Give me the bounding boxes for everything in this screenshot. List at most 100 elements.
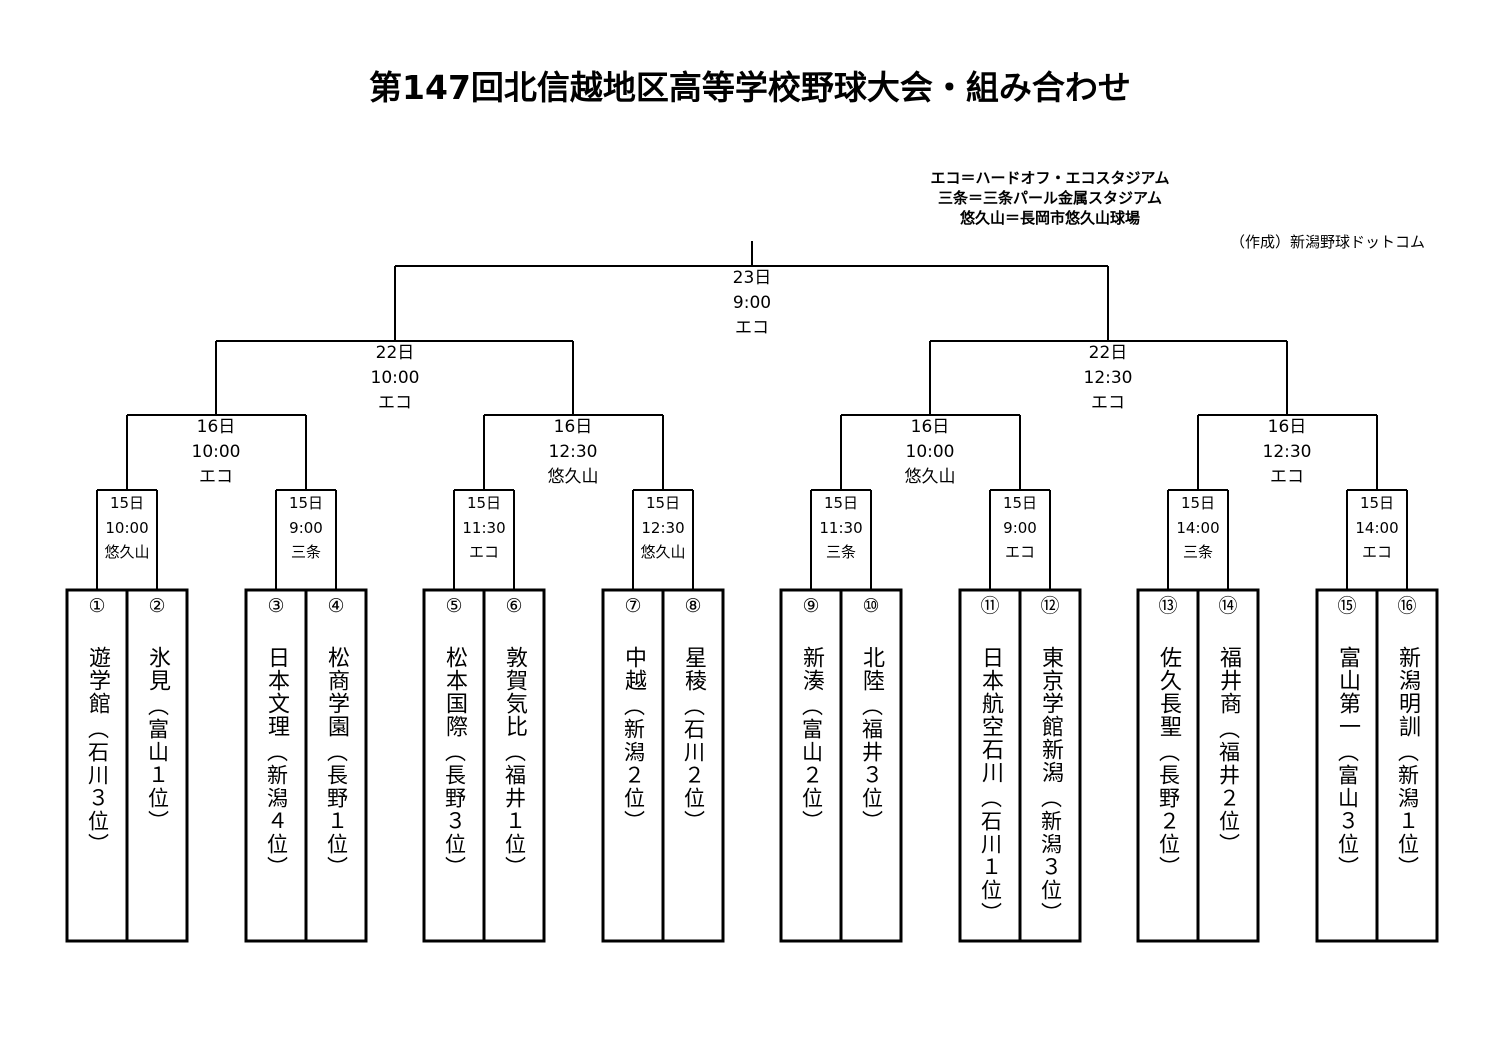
match-venue: エコ	[734, 318, 769, 338]
team-number: ②	[148, 595, 166, 617]
match-time: 10:00	[370, 368, 420, 388]
team-name: 松商学園	[324, 646, 349, 738]
team-qualifier: （富山１位）	[145, 695, 170, 833]
team-cell: ⑭ 福井商 （福井２位）	[1198, 588, 1258, 941]
team-number: ⑯	[1397, 595, 1417, 617]
match-venue: エコ	[1355, 540, 1399, 565]
team-cell: ⑬ 佐久長聖 （長野２位）	[1138, 588, 1198, 941]
match-date: 15日	[1355, 491, 1399, 516]
team-name: 東京学館新潟	[1038, 646, 1063, 784]
match-date: 15日	[1002, 491, 1038, 516]
match-quarterfinal: 16日 10:00 エコ	[192, 415, 241, 490]
match-time: 10:00	[191, 442, 241, 462]
match-time: 12:30	[548, 442, 598, 462]
match-first-round: 15日 14:00 三条	[1176, 491, 1220, 565]
match-final: 23日 9:00 エコ	[733, 266, 772, 341]
credit-line: （作成）新潟野球ドットコム	[1229, 233, 1425, 251]
match-quarterfinal: 16日 12:30 エコ	[1263, 415, 1312, 490]
legend-line: エコ＝ハードオフ・エコスタジアム	[930, 169, 1170, 187]
team-number: ⑥	[505, 595, 523, 617]
team-cell: ④ 松商学園 （長野１位）	[306, 588, 366, 941]
match-quarterfinal: 16日 10:00 悠久山	[905, 415, 956, 490]
team-cell: ⑨ 新湊 （富山２位）	[781, 588, 841, 941]
bracket-line-final	[394, 241, 1109, 341]
match-time: 9:00	[1002, 515, 1038, 540]
bracket-line-r1	[810, 489, 872, 590]
team-qualifier: （福井２位）	[1216, 718, 1241, 856]
match-date: 22日	[1088, 343, 1128, 363]
match-time: 12:30	[1083, 368, 1133, 388]
match-date: 15日	[288, 491, 324, 516]
match-date: 16日	[196, 417, 236, 437]
match-first-round: 15日 11:30 エコ	[462, 491, 506, 565]
match-venue: エコ	[199, 467, 233, 487]
team-number: ①	[88, 595, 106, 617]
match-time: 11:30	[819, 515, 863, 540]
team-cell: ⑯ 新潟明訓 （新潟１位）	[1377, 588, 1437, 941]
team-qualifier: （長野３位）	[442, 741, 467, 879]
team-qualifier: （石川１位）	[978, 787, 1003, 925]
team-name: 福井商	[1216, 646, 1241, 715]
match-date: 16日	[910, 417, 950, 437]
match-time: 14:00	[1176, 515, 1220, 540]
bracket-line-qf	[1197, 414, 1378, 490]
match-time: 12:30	[640, 515, 686, 540]
match-first-round: 15日 10:00 悠久山	[104, 491, 150, 565]
team-cell: ② 氷見 （富山１位）	[127, 588, 187, 941]
bracket-line-r1	[632, 489, 694, 590]
team-cell: ⑮ 富山第一 （富山３位）	[1317, 588, 1377, 941]
team-cell: ⑥ 敦賀気比 （福井１位）	[484, 588, 544, 941]
bracket-line-r1	[1346, 489, 1408, 590]
match-first-round: 15日 12:30 悠久山	[640, 491, 686, 565]
team-qualifier: （石川２位）	[681, 695, 706, 833]
team-name: 新湊	[799, 646, 824, 692]
bracket-line-qf	[840, 414, 1021, 490]
bracket-line-r1	[96, 489, 158, 590]
team-name: 北陸	[859, 646, 884, 692]
team-name: 敦賀気比	[502, 646, 527, 738]
bracket-line-semi	[215, 340, 574, 415]
match-venue: 三条	[288, 540, 324, 565]
team-name: 新潟明訓	[1395, 646, 1420, 738]
match-time: 9:00	[732, 293, 772, 313]
team-cell: ① 遊学館 （石川３位）	[67, 588, 127, 941]
team-name: 富山第一	[1335, 646, 1360, 738]
bracket-line-r1	[989, 489, 1051, 590]
team-qualifier: （富山３位）	[1335, 741, 1360, 879]
match-date: 15日	[1176, 491, 1220, 516]
match-venue: 三条	[819, 540, 863, 565]
bracket-line-qf	[126, 414, 307, 490]
match-date: 23日	[732, 268, 772, 288]
bracket-line-r1	[453, 489, 515, 590]
match-venue: エコ	[462, 540, 506, 565]
team-cell: ⑫ 東京学館新潟 （新潟３位）	[1020, 588, 1080, 941]
team-number: ⑬	[1158, 595, 1178, 617]
legend-line: 悠久山＝長岡市悠久山球場	[959, 209, 1140, 227]
team-qualifier: （新潟４位）	[264, 741, 289, 879]
team-name: 松本国際	[442, 646, 467, 738]
team-cell: ⑧ 星稜 （石川２位）	[663, 588, 723, 941]
team-number: ⑫	[1040, 595, 1060, 617]
team-cell: ⑩ 北陸 （福井３位）	[841, 588, 901, 941]
match-time: 14:00	[1355, 515, 1399, 540]
venue-legend: エコ＝ハードオフ・エコスタジアム 三条＝三条パール金属スタジアム 悠久山＝長岡市…	[900, 168, 1200, 228]
bracket-line-r1	[1167, 489, 1229, 590]
match-quarterfinal: 16日 12:30 悠久山	[548, 415, 599, 490]
match-venue: エコ	[378, 393, 412, 413]
team-name: 中越	[621, 646, 646, 692]
match-time: 12:30	[1262, 442, 1312, 462]
team-number: ⑧	[684, 595, 702, 617]
team-qualifier: （新潟３位）	[1038, 787, 1063, 925]
team-cell: ⑪ 日本航空石川 （石川１位）	[960, 588, 1020, 941]
team-number: ⑭	[1218, 595, 1238, 617]
team-name: 佐久長聖	[1156, 646, 1181, 738]
match-date: 16日	[1267, 417, 1307, 437]
bracket-line-qf	[483, 414, 664, 490]
match-time: 11:30	[462, 515, 506, 540]
team-qualifier: （石川３位）	[85, 718, 110, 856]
match-time: 10:00	[905, 442, 955, 462]
team-number: ⑦	[624, 595, 642, 617]
match-venue: 三条	[1176, 540, 1220, 565]
team-qualifier: （福井１位）	[502, 741, 527, 879]
